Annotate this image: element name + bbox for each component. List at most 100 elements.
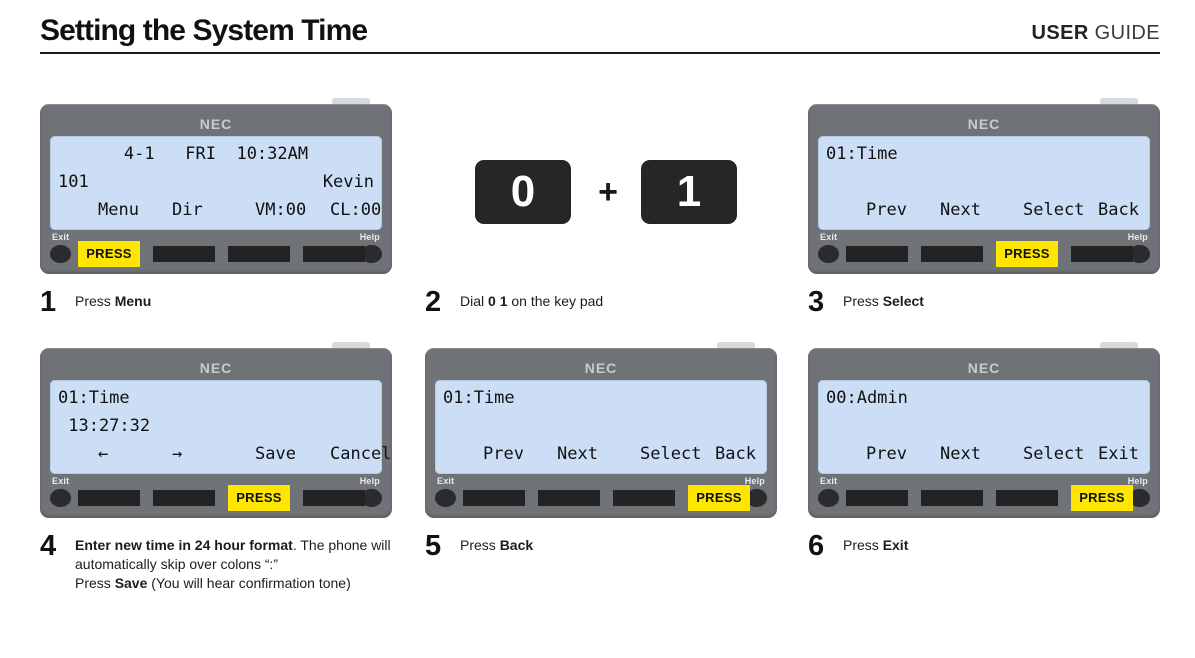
lcd-softkey-label-2: Next: [557, 444, 598, 464]
exit-key-button[interactable]: [50, 489, 71, 507]
exit-key-button[interactable]: [435, 489, 456, 507]
help-key-label: Help: [1127, 232, 1148, 242]
softkey-button-1[interactable]: [846, 246, 908, 262]
step-caption-text-5: Press Back: [460, 537, 534, 553]
exit-key-label: Exit: [437, 476, 455, 486]
press-highlight-softkey-3[interactable]: PRESS: [996, 241, 1058, 267]
exit-key-button[interactable]: [818, 489, 839, 507]
lcd-line1-center: 4-1 FRI 10:32AM: [123, 144, 309, 164]
keypad-key-1[interactable]: 1: [641, 160, 737, 224]
nec-logo: NEC: [199, 360, 233, 376]
keypad-graphic: 0+1: [475, 160, 737, 224]
softkey-button-2[interactable]: [153, 490, 215, 506]
softkey-button-2[interactable]: [921, 490, 983, 506]
softkey-button-1[interactable]: [846, 490, 908, 506]
lcd-softkey-label-4: Back: [1098, 200, 1139, 220]
softkey-button-4[interactable]: [303, 490, 365, 506]
step-caption-text-4: Enter new time in 24 hour format. The ph…: [75, 537, 391, 591]
help-key-label: Help: [359, 476, 380, 486]
press-highlight-softkey-3[interactable]: PRESS: [228, 485, 290, 511]
lcd-softkey-label-4: CL:00: [330, 200, 382, 220]
step-caption-text-2: Dial 0 1 on the key pad: [460, 293, 604, 309]
keypad-key-0[interactable]: 0: [475, 160, 571, 224]
lcd-softkey-label-1: ←: [98, 444, 109, 464]
press-highlight-softkey-4[interactable]: PRESS: [1071, 485, 1133, 511]
lcd-softkey-label-1: Menu: [98, 200, 139, 220]
step-number-5: 5: [425, 530, 442, 562]
help-key-button[interactable]: [746, 489, 767, 507]
softkey-button-2[interactable]: [921, 246, 983, 262]
exit-key-button[interactable]: [818, 245, 839, 263]
press-highlight-softkey-1[interactable]: PRESS: [78, 241, 140, 267]
lcd-softkey-label-3: Save: [255, 444, 296, 464]
step-caption-text-3: Press Select: [843, 293, 924, 309]
step-number-2: 2: [425, 286, 442, 318]
header-divider: [40, 52, 1160, 54]
step-caption-text-1: Press Menu: [75, 293, 152, 309]
exit-key-label: Exit: [820, 232, 838, 242]
nec-logo: NEC: [584, 360, 618, 376]
softkey-button-3[interactable]: [613, 490, 675, 506]
help-key-button[interactable]: [361, 245, 382, 263]
user-guide-bold: USER: [1031, 22, 1089, 44]
lcd-softkey-label-3: Select: [640, 444, 702, 464]
lcd-softkey-label-3: VM:00: [255, 200, 307, 220]
nec-logo: NEC: [967, 116, 1001, 132]
lcd-softkey-label-4: Back: [715, 444, 756, 464]
lcd-softkey-label-row: Prev Next Select Back: [818, 196, 1150, 224]
softkey-button-1[interactable]: [463, 490, 525, 506]
user-guide-light: GUIDE: [1094, 22, 1160, 44]
lcd-softkey-label-3: Select: [1023, 444, 1085, 464]
lcd-softkey-label-3: Select: [1023, 200, 1085, 220]
page-header: Setting the System Time USER GUIDE: [40, 14, 1160, 62]
help-key-button[interactable]: [1129, 245, 1150, 263]
help-key-button[interactable]: [1129, 489, 1150, 507]
lcd-line1-left: 01:Time: [443, 388, 515, 408]
lcd-line1-left: 00:Admin: [826, 388, 908, 408]
lcd-softkey-label-2: Dir: [172, 200, 203, 220]
softkey-button-3[interactable]: [228, 246, 290, 262]
help-key-label: Help: [1127, 476, 1148, 486]
softkey-button-1[interactable]: [78, 490, 140, 506]
lcd-softkey-label-1: Prev: [866, 200, 907, 220]
softkey-button-4[interactable]: [1071, 246, 1133, 262]
lcd-softkey-label-row: Menu Dir VM:00 CL:00: [50, 196, 382, 224]
step-number-3: 3: [808, 286, 825, 318]
softkey-button-4[interactable]: [303, 246, 365, 262]
lcd-line2-left: 101: [58, 172, 89, 192]
nec-logo: NEC: [199, 116, 233, 132]
lcd-line2-right: Kevin: [322, 172, 374, 192]
lcd-line2-left: 13:27:32: [58, 416, 151, 436]
softkey-button-3[interactable]: [996, 490, 1058, 506]
softkey-button-2[interactable]: [538, 490, 600, 506]
exit-key-button[interactable]: [50, 245, 71, 263]
lcd-softkey-label-2: Next: [940, 200, 981, 220]
lcd-softkey-label-4: Cancel: [330, 444, 392, 464]
user-guide-tag: USER GUIDE: [1032, 22, 1160, 45]
softkey-button-2[interactable]: [153, 246, 215, 262]
press-highlight-softkey-4[interactable]: PRESS: [688, 485, 750, 511]
help-key-button[interactable]: [361, 489, 382, 507]
